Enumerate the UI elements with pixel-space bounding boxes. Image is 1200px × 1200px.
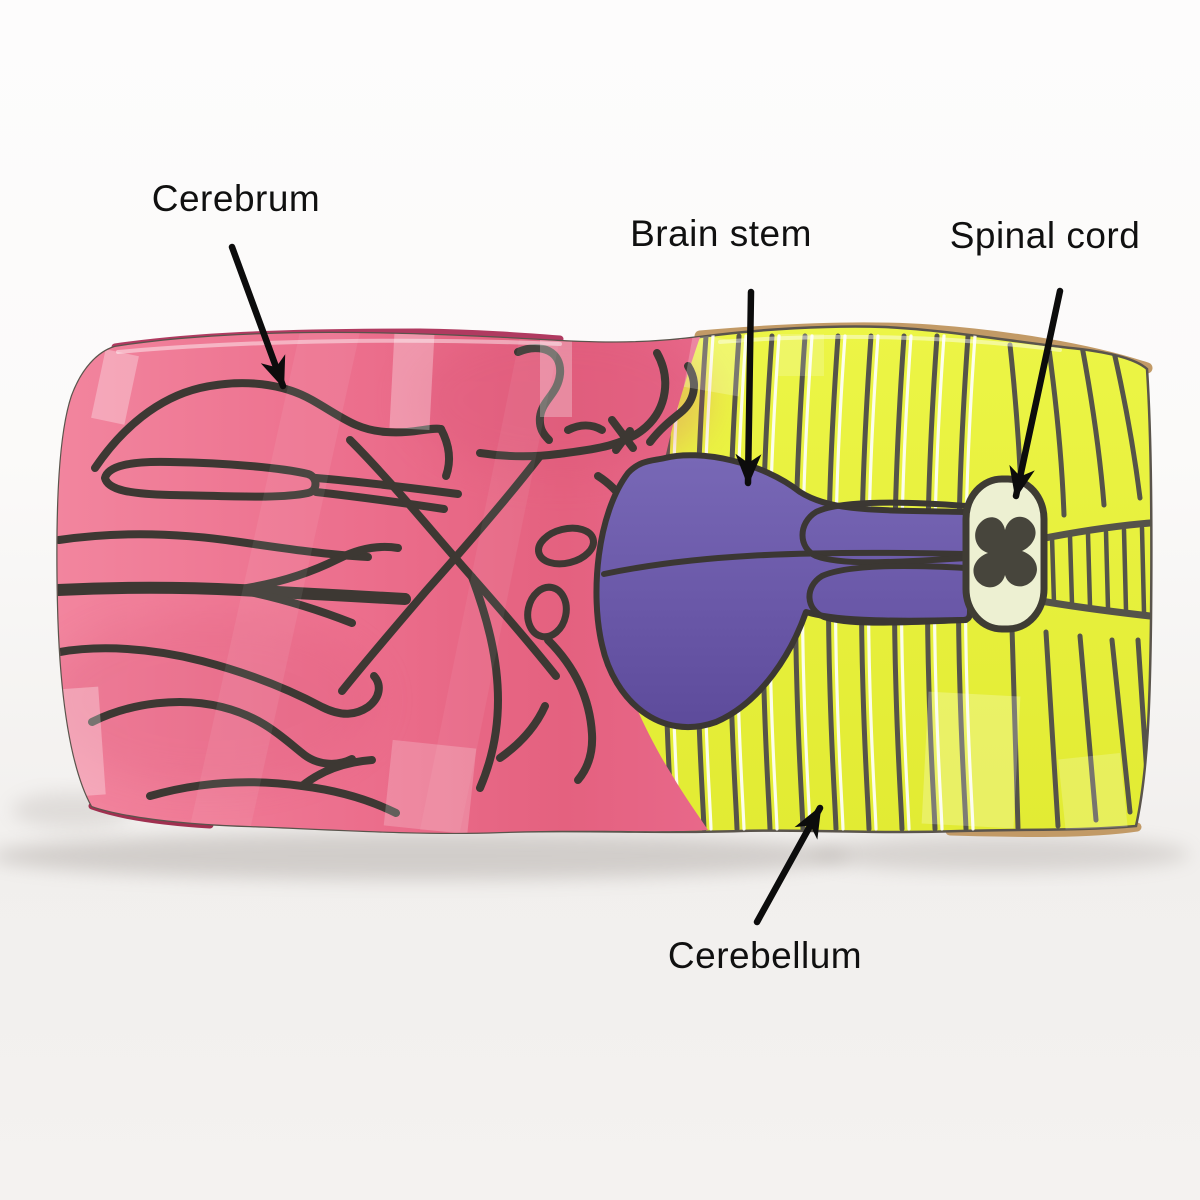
brain-band	[56, 325, 1153, 835]
tape-reflections	[57, 331, 1128, 833]
cerebrum-label: Cerebrum	[151, 178, 321, 219]
spinal-cord-label: Spinal cord	[949, 215, 1141, 256]
spinal-cord-arrow	[1009, 287, 1064, 500]
band-shadow	[0, 792, 1190, 880]
cerebrum-sulci-pattern	[57, 344, 698, 817]
band-top-glare	[116, 334, 1062, 354]
spinal-cord-gray-matter	[973, 516, 1037, 588]
annotation-arrows	[228, 243, 1064, 926]
cerebellum-arrow	[753, 804, 824, 926]
brainstem-arrow	[735, 288, 762, 487]
brain-stem-label: Brain stem	[630, 213, 812, 254]
cerebrum-arrow	[228, 243, 287, 390]
cerebellum-label: Cerebellum	[667, 935, 863, 976]
spinal-cord-region	[962, 475, 1048, 633]
brainstem-region	[593, 452, 973, 730]
